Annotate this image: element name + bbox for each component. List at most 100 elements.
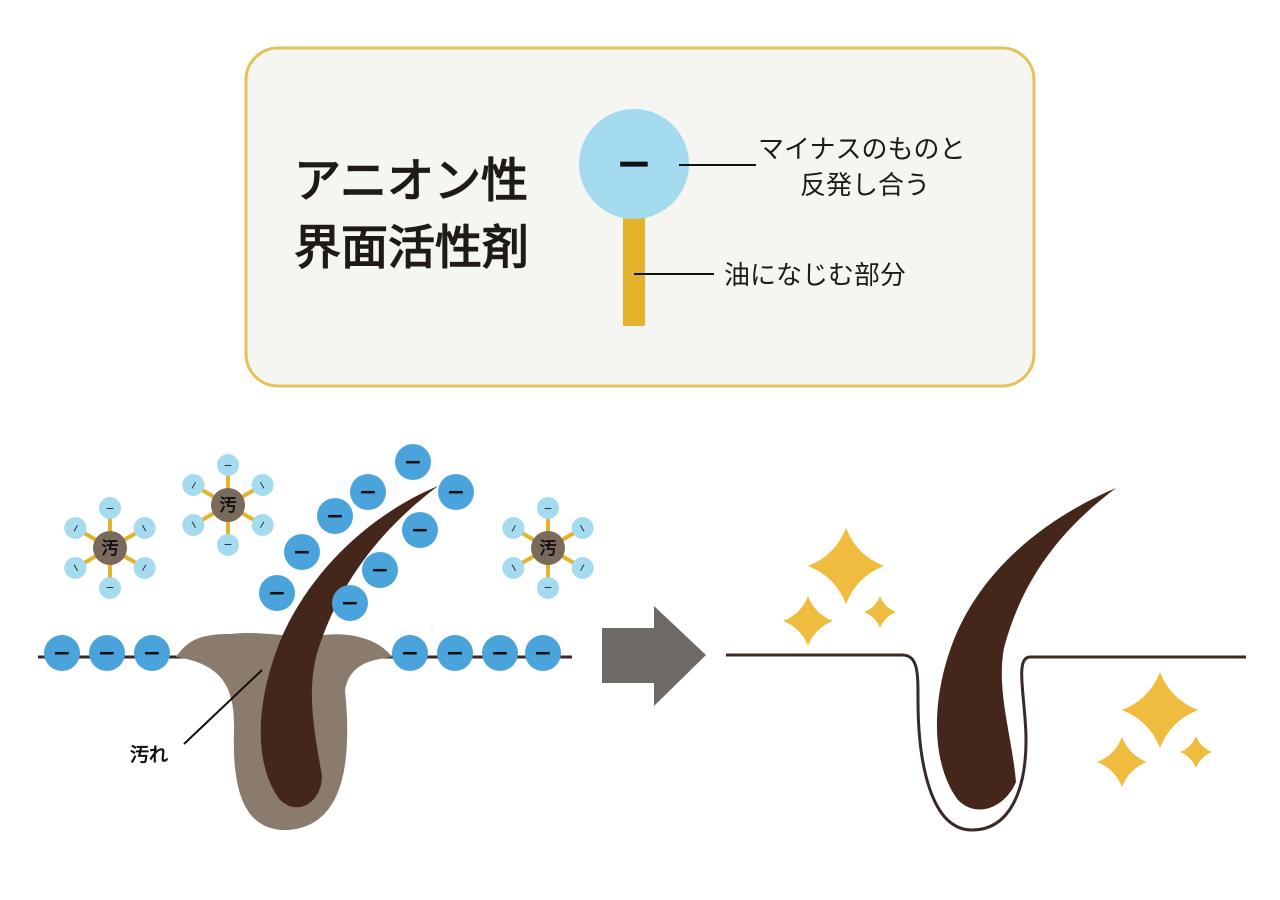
dirt-particle: [211, 488, 245, 522]
charged-head-minus: −: [53, 641, 71, 666]
dirt-particle-label: 汚: [540, 538, 557, 559]
charged-head: −: [317, 498, 353, 534]
legend-title-line2: 界面活性剤: [294, 221, 529, 276]
charged-head-circle: [395, 444, 431, 480]
right-arrow-icon: [602, 606, 706, 706]
charged-head-circle: [332, 585, 368, 621]
hair-strand-after: [936, 488, 1116, 810]
charged-head: −: [350, 474, 386, 510]
micelle-head: [64, 557, 87, 579]
charged-head-minus: −: [411, 518, 429, 543]
micelle-head: [537, 577, 559, 599]
charged-head-minus: −: [293, 540, 311, 565]
charged-head-circle: [284, 534, 320, 570]
charged-head-circle: [402, 512, 438, 548]
charged-head-circle: [525, 635, 561, 671]
charged-head-minus: −: [268, 581, 286, 606]
charged-head-circle: [259, 575, 295, 611]
dirt-micelle: −−−−−−汚: [182, 454, 274, 556]
charged-head: −: [259, 575, 295, 611]
micelle-head: [571, 557, 594, 579]
charged-head-circle: [44, 635, 80, 671]
legend-title-line1: アニオン性: [294, 154, 528, 209]
charged-head: −: [332, 585, 368, 621]
micelle-head: [571, 517, 594, 539]
after-illustration: [726, 488, 1246, 832]
surfactant-charges: −−−−−−−−−−−−−−−−: [44, 444, 561, 671]
micelle-head-minus: −: [105, 502, 114, 515]
charged-head-circle: [350, 474, 386, 510]
micelle-head: [133, 517, 156, 539]
micelle-head: [133, 557, 156, 579]
charged-head-minus: −: [446, 641, 464, 666]
micelle-head-minus: −: [543, 581, 552, 594]
micelle-head-minus: −: [223, 459, 232, 472]
sparkle-icon: [783, 596, 833, 646]
surfactant-tail: [623, 210, 645, 326]
charged-head-circle: [482, 635, 518, 671]
dirt-particle-label: 汚: [220, 495, 237, 516]
charged-head: −: [525, 635, 561, 671]
charged-head-minus: −: [534, 641, 552, 666]
charged-head-circle: [317, 498, 353, 534]
charged-head-circle: [362, 552, 398, 588]
surfactant-head-minus: −: [616, 138, 653, 189]
charged-head-minus: −: [371, 558, 389, 583]
micelle-head: [502, 557, 525, 579]
charged-head-circle: [89, 635, 125, 671]
charged-head-circle: [438, 474, 474, 510]
charged-head-minus: −: [447, 480, 465, 505]
sparkle-icon: [1122, 672, 1198, 748]
charged-head: −: [89, 635, 125, 671]
sparkle-icon: [1180, 736, 1212, 768]
clean-follicle-outline: [726, 653, 1246, 832]
charged-head: −: [402, 512, 438, 548]
charged-head-minus: −: [341, 591, 359, 616]
charged-head-minus: −: [143, 641, 161, 666]
micelle-head: [99, 497, 121, 519]
dirt-micelle: −−−−−−汚: [502, 497, 594, 599]
charged-head: −: [392, 635, 428, 671]
charged-head-minus: −: [404, 450, 422, 475]
dirt-micelle: −−−−−−汚: [64, 497, 156, 599]
sparkle-icon: [808, 528, 884, 604]
charged-head-minus: −: [491, 641, 509, 666]
micelle-head: [99, 577, 121, 599]
micelle-head: [251, 514, 274, 536]
dirt-particle: [93, 531, 127, 565]
clean-sparkles: [783, 528, 1212, 787]
dirt-particle: [531, 531, 565, 565]
dirt-particle-label: 汚: [102, 538, 119, 559]
micelle-head-minus: −: [223, 538, 232, 551]
sparkle-icon: [864, 596, 896, 628]
micelle-head: [537, 497, 559, 519]
charged-head: −: [44, 635, 80, 671]
micelle-head: [217, 534, 239, 556]
dirt-callout-line: [183, 669, 263, 745]
charged-head-circle: [437, 635, 473, 671]
charged-head: −: [395, 444, 431, 480]
micelle-head: [64, 517, 87, 539]
charged-head-circle: [134, 635, 170, 671]
charged-head-minus: −: [359, 480, 377, 505]
charged-head-circle: [392, 635, 428, 671]
micelle-head: [251, 474, 274, 496]
charged-head: −: [134, 635, 170, 671]
micelle-head-minus: −: [543, 502, 552, 515]
charged-head: −: [437, 635, 473, 671]
sparkle-icon: [1097, 737, 1147, 787]
charged-head: −: [438, 474, 474, 510]
tail-label: 油になじむ部分: [724, 261, 906, 291]
hair-strand-before: [260, 486, 438, 808]
micelle-head: [182, 474, 205, 496]
charged-head-minus: −: [401, 641, 419, 666]
charged-head-minus: −: [98, 641, 116, 666]
micelle-head-minus: −: [105, 581, 114, 594]
micelle-head: [217, 454, 239, 476]
charged-head: −: [482, 635, 518, 671]
head-label-line1: マイナスのものと: [758, 135, 965, 165]
before-illustration: 汚れ −−−−−−−−−−−−−−−− −−−−−−汚−−−−−−汚−−−−−−…: [38, 444, 594, 831]
charged-head: −: [284, 534, 320, 570]
legend-panel: アニオン性 界面活性剤 − マイナスのものと 反発し合う 油になじむ部分: [244, 46, 1036, 388]
